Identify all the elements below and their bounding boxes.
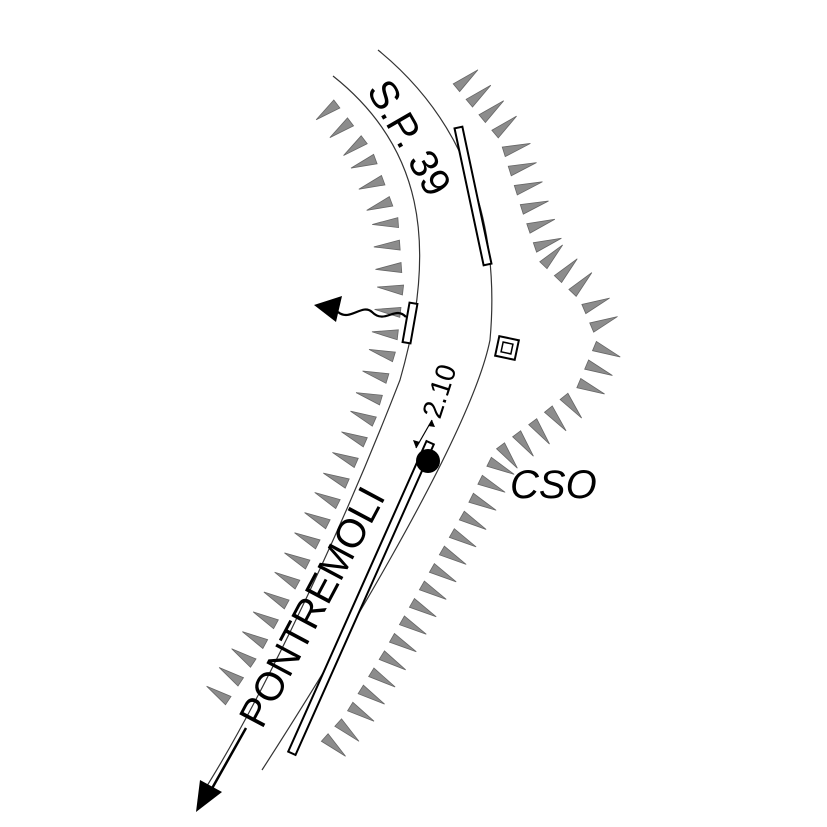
- hatch-tick: [501, 143, 531, 158]
- hatch-tick: [491, 115, 517, 139]
- hatch-tick: [242, 631, 269, 650]
- hatch-tick: [589, 316, 618, 333]
- hatch-tick: [218, 667, 245, 687]
- hatch-tick: [584, 359, 613, 376]
- arrow-down-left-icon: [196, 727, 248, 812]
- hatch-tick: [368, 349, 396, 363]
- hatch-tick: [581, 297, 610, 315]
- hatch-tick: [532, 237, 562, 253]
- hatch-tick: [315, 99, 341, 121]
- hatch-tick: [477, 474, 506, 493]
- hatch-tick: [377, 284, 405, 296]
- lower-wall: [286, 439, 436, 757]
- hatch-tick: [452, 69, 479, 93]
- hatch-tick: [591, 340, 621, 358]
- hatch-tick: [332, 452, 359, 469]
- hatch-tick: [468, 492, 497, 511]
- hatch-tick: [486, 456, 515, 475]
- filled-circle-marker: [416, 449, 440, 473]
- hatch-tick: [526, 218, 556, 234]
- hatch-tick: [341, 431, 368, 448]
- hatch-tick: [519, 200, 549, 215]
- hatch-tick: [388, 632, 417, 653]
- hatch-tick: [528, 418, 550, 445]
- short-wall: [401, 301, 419, 345]
- curved-arrow-left-icon: [314, 296, 407, 322]
- hatch-tick: [418, 580, 447, 600]
- hatch-tick: [559, 392, 583, 419]
- road-edge-left: [197, 75, 421, 801]
- hatch-tick: [355, 392, 383, 406]
- embankment-hatch-right: [320, 69, 621, 757]
- hatch-tick: [512, 430, 534, 457]
- hatch-tick: [350, 153, 378, 169]
- hatch-tick: [346, 701, 375, 722]
- hatch-tick: [329, 117, 355, 139]
- hatch-tick: [343, 135, 368, 156]
- hatch-tick: [378, 650, 406, 671]
- embankment-hatch-left: [206, 99, 405, 706]
- hatch-tick: [334, 718, 360, 742]
- hatch-tick: [428, 563, 457, 583]
- hatch-tick: [495, 442, 518, 469]
- hatch-tick: [231, 648, 257, 668]
- hatch-tick: [320, 733, 346, 757]
- upper-wall: [453, 125, 493, 267]
- hatch-tick: [206, 685, 232, 706]
- hatch-tick: [372, 217, 399, 229]
- hatch-tick: [568, 272, 593, 297]
- hatch-tick: [314, 492, 341, 510]
- hatch-tick: [576, 377, 605, 395]
- hatch-tick: [371, 329, 399, 341]
- hatch-tick: [553, 258, 578, 284]
- hatch-tick: [438, 545, 467, 565]
- hatch-tick: [458, 510, 487, 530]
- hatch-tick: [368, 667, 396, 688]
- hatch-tick: [357, 684, 385, 705]
- hatch-tick: [350, 410, 377, 427]
- hatch-tick: [294, 532, 321, 550]
- hatch-tick: [448, 528, 477, 548]
- hatch-tick: [362, 370, 390, 384]
- hatch-tick: [507, 162, 537, 177]
- hatch-tick: [304, 512, 331, 530]
- hatch-tick: [513, 181, 543, 196]
- hatch-tick: [398, 615, 427, 635]
- hatch-tick: [366, 196, 394, 211]
- square-marker: [493, 334, 521, 362]
- hatch-tick: [252, 611, 279, 630]
- hatch-tick: [284, 552, 311, 570]
- hatch-tick: [478, 100, 505, 124]
- hatch-tick: [323, 472, 350, 489]
- hatch-tick: [539, 244, 563, 270]
- hatch-tick: [543, 405, 567, 432]
- hatch-tick: [373, 239, 401, 251]
- hatch-tick: [274, 571, 301, 590]
- hatch-tick: [408, 597, 437, 618]
- hatch-tick: [358, 174, 386, 190]
- hatch-tick: [465, 84, 492, 108]
- width-label: 2.10: [416, 360, 462, 421]
- measurement-arrow: [413, 419, 435, 449]
- site-code-label: CSO: [510, 463, 597, 507]
- hatch-tick: [263, 591, 290, 610]
- hatch-tick: [375, 262, 403, 273]
